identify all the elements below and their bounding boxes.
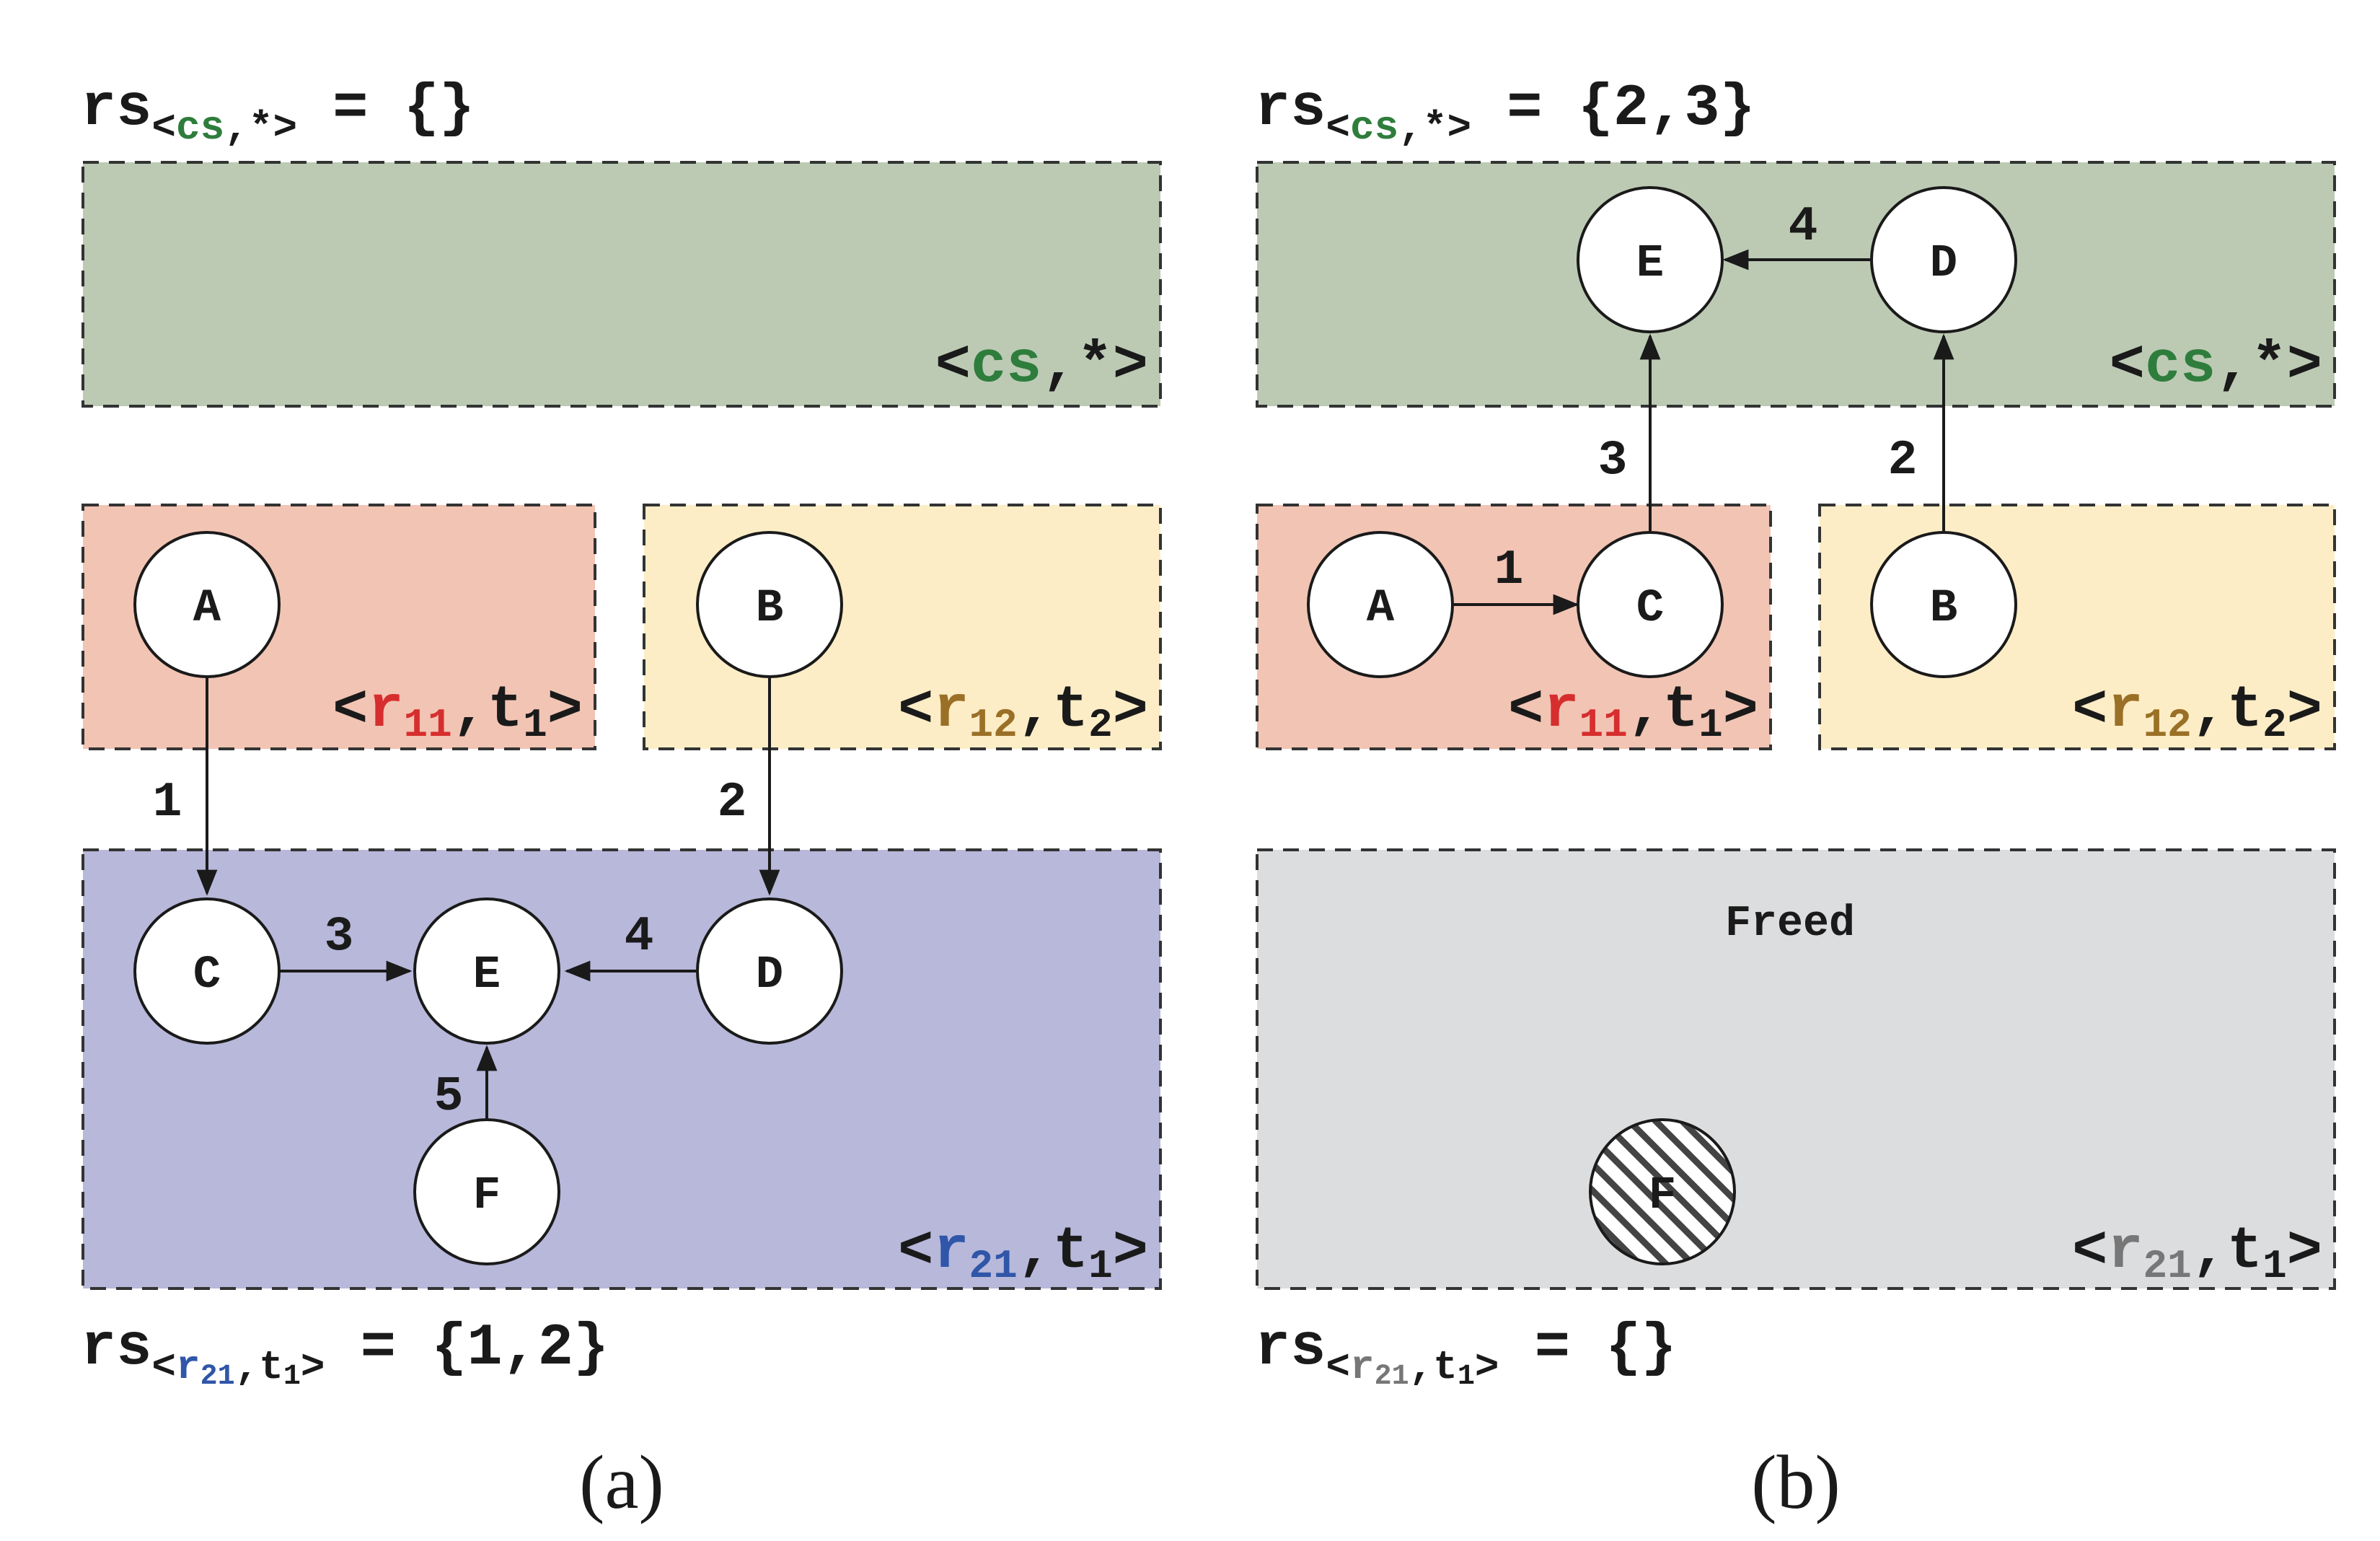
edge-label-3-b: 3 [1598,433,1628,488]
node-d-b: D [1870,186,2017,333]
node-a-b: A [1307,531,1454,678]
edge-label-1-b: 1 [1494,543,1524,598]
edge-label-3-a: 3 [325,909,354,965]
node-c-b: C [1577,531,1724,678]
region-cs-b [1256,161,2336,408]
edge-label-5-a: 5 [434,1069,464,1125]
rs-r21-set-a: rs<r21,t1> = {1,2} [81,1314,609,1393]
node-label: A [193,583,221,635]
panel-b: rs<cs,*> = {2,3} <cs,*> <r11,t1> <r12,t2… [1255,75,2336,1524]
node-e-b: E [1577,186,1724,333]
rs-cs-set-b: rs<cs,*> = {2,3} [1255,75,1755,151]
region-label-r11-a: <r11,t1> [332,677,583,748]
edge-label-4-a: 4 [625,909,654,965]
panel-caption-a: (a) [579,1440,664,1524]
region-label-r21-b: <r21,t1> [2072,1218,2322,1289]
node-e-a: E [413,897,560,1045]
rs-cs-set-a: rs<cs,*> = {} [81,75,475,151]
node-label: E [473,949,501,1001]
region-r21-freed-b [1256,848,2336,1290]
node-label: F [1649,1170,1676,1222]
panel-caption-b: (b) [1751,1440,1841,1524]
node-d-a: D [696,897,843,1045]
node-label: D [1930,238,1957,290]
node-label: D [756,949,783,1001]
freed-label: Freed [1725,900,1855,949]
node-label: B [1930,583,1957,635]
region-label-r12-b: <r12,t2> [2072,677,2322,748]
panel-a: rs<cs,*> = {} <cs,*> <r11,t1> <r12,t2> <… [81,75,1162,1524]
node-label: C [193,949,221,1001]
node-label: E [1636,238,1664,290]
node-b-a: B [696,531,843,678]
edge-label-2-b: 2 [1888,433,1918,488]
node-label: B [756,583,783,635]
node-a-a: A [133,531,281,678]
node-label: A [1367,583,1395,635]
node-label: C [1636,583,1664,635]
region-label-cs-b: <cs,*> [2110,332,2322,399]
region-label-r11-b: <r11,t1> [1508,677,1758,748]
node-c-a: C [133,897,281,1045]
edge-label-4-b: 4 [1789,199,1818,255]
edge-label-1-a: 1 [153,775,182,830]
rs-r21-set-b: rs<r21,t1> = {} [1255,1314,1677,1393]
node-b-b: B [1870,531,2017,678]
edge-label-2-a: 2 [718,775,747,830]
region-label-r12-a: <r12,t2> [898,677,1148,748]
node-f-freed-b: F [1589,1118,1736,1265]
region-label-cs-a: <cs,*> [935,332,1148,399]
node-label: F [473,1170,501,1222]
region-label-r21-a: <r21,t1> [898,1218,1148,1289]
node-f-a: F [413,1118,560,1265]
region-cs-a [81,161,1162,408]
